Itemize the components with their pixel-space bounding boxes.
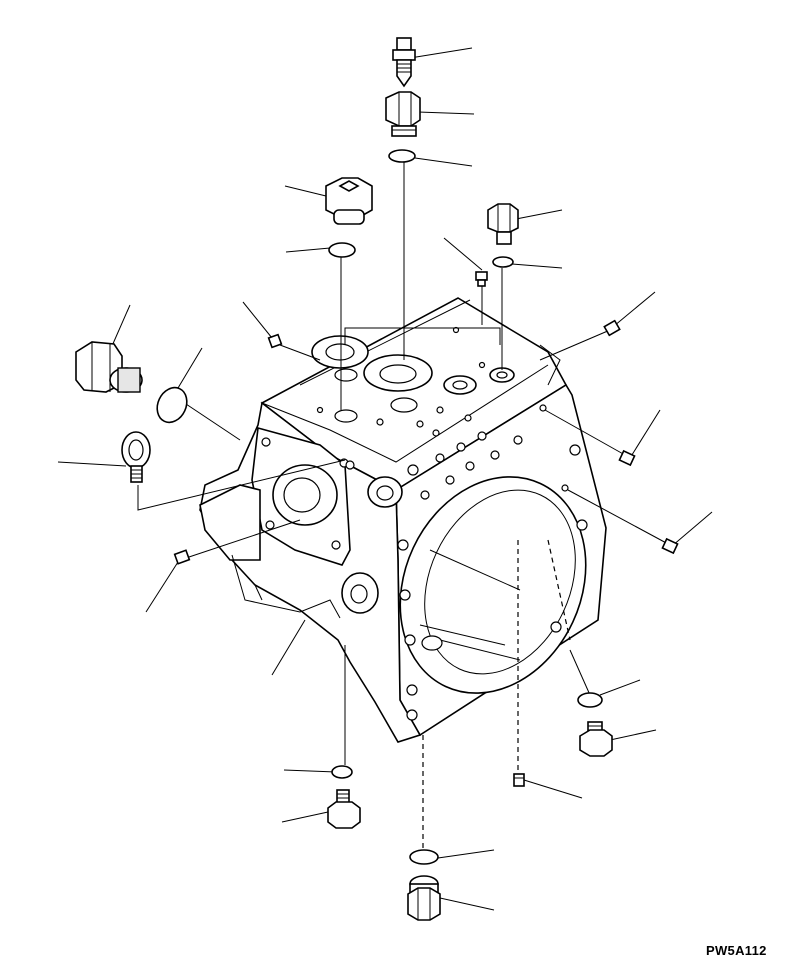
large-plug-left <box>75 341 143 393</box>
socket-plug <box>325 177 373 225</box>
leader-lines <box>57 47 713 911</box>
alignment-lines <box>137 160 671 765</box>
drawing-reference-code: PW5A112 <box>706 943 767 958</box>
o-ring-right <box>492 256 514 268</box>
assembly-center-lines <box>422 539 571 850</box>
orifice-top <box>475 271 488 287</box>
small-plug-lower-left <box>173 549 191 565</box>
plug-bottom-left <box>327 789 361 829</box>
o-ring-bottom-left <box>331 765 353 779</box>
small-plug-right <box>603 319 621 337</box>
bolt-right <box>487 203 519 245</box>
small-plug-side-1 <box>618 449 636 467</box>
hex-plug-bottom <box>407 875 441 921</box>
o-ring-socket-plug <box>328 242 356 258</box>
plug-lower-right <box>579 721 613 757</box>
plug-nipple <box>392 37 416 88</box>
o-ring-bottom <box>409 849 439 865</box>
o-ring-lower-right <box>577 692 603 708</box>
small-plug-left <box>267 333 283 349</box>
o-ring-left <box>156 386 188 424</box>
hex-plug-top <box>385 91 421 137</box>
orifice-bottom <box>513 773 525 787</box>
eye-bolt <box>121 431 151 483</box>
pump-case <box>199 297 607 743</box>
small-plug-side-2 <box>661 537 679 555</box>
o-ring-top <box>388 149 416 163</box>
